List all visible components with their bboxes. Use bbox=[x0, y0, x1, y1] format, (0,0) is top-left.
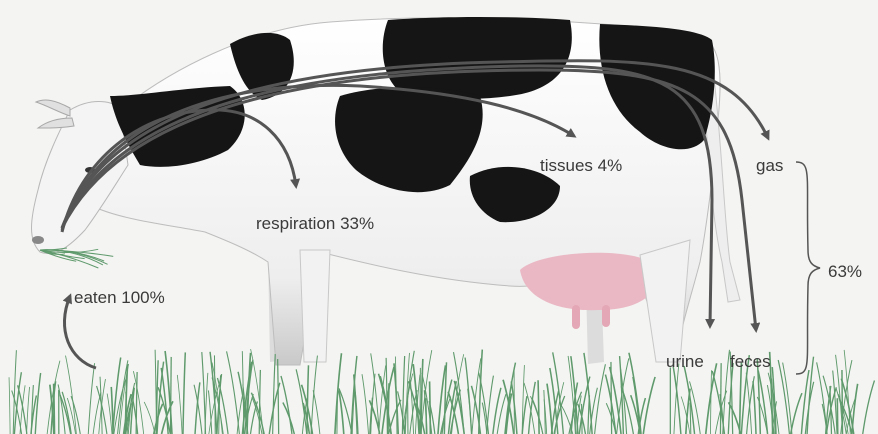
label-gas: gas bbox=[756, 156, 783, 176]
grass-blade bbox=[791, 393, 802, 434]
cow-front-leg bbox=[300, 250, 330, 362]
grass-blade bbox=[183, 352, 185, 434]
grass-blade bbox=[493, 388, 501, 434]
grass-blade bbox=[362, 374, 369, 434]
grass-blade bbox=[339, 390, 344, 434]
grass-blade bbox=[465, 358, 471, 434]
grass-blade bbox=[296, 369, 307, 434]
grass-blade bbox=[823, 376, 835, 434]
grass-blade bbox=[690, 403, 691, 434]
grass-blade bbox=[281, 376, 292, 434]
grass-blade bbox=[113, 358, 121, 434]
cow-nose bbox=[32, 236, 44, 244]
grass-blade bbox=[582, 404, 583, 434]
grass-blade bbox=[595, 364, 606, 434]
cow-teat bbox=[572, 305, 580, 329]
grass-blade bbox=[842, 370, 843, 434]
cow-teat bbox=[602, 305, 610, 327]
label-urine: urine bbox=[666, 352, 704, 372]
grass-blade bbox=[227, 351, 240, 434]
waste-brace bbox=[796, 162, 820, 374]
grass-blade bbox=[133, 371, 143, 434]
grass-blade bbox=[144, 402, 155, 434]
grass-blade bbox=[740, 363, 742, 434]
grass-blade bbox=[538, 380, 539, 434]
grass-blade bbox=[426, 398, 427, 434]
grass-blade bbox=[35, 373, 40, 434]
grass-blade bbox=[337, 399, 338, 434]
grass-blade bbox=[643, 377, 655, 434]
grass-blade bbox=[88, 363, 94, 434]
label-waste-total: 63% bbox=[828, 262, 862, 282]
label-eaten: eaten 100% bbox=[74, 288, 165, 308]
cow-hind-leg bbox=[640, 240, 690, 362]
grass-blade bbox=[611, 362, 612, 434]
grass-blade bbox=[371, 353, 380, 434]
grass-blade bbox=[720, 363, 721, 434]
cow-horn bbox=[36, 100, 70, 116]
cow-udder bbox=[520, 253, 660, 310]
grass-blade bbox=[9, 377, 10, 434]
grass-blade bbox=[170, 357, 171, 434]
grass-blade bbox=[313, 390, 320, 434]
grass-blade bbox=[544, 390, 545, 434]
grass-blade bbox=[729, 402, 741, 434]
grass-blade bbox=[783, 363, 792, 434]
grass-blade bbox=[278, 359, 279, 434]
label-feces: feces bbox=[730, 352, 771, 372]
grass-blade bbox=[93, 392, 101, 434]
cow-horn bbox=[38, 118, 74, 128]
grass-blade bbox=[863, 381, 875, 434]
grass-blade bbox=[487, 376, 494, 434]
grass-blade bbox=[430, 381, 431, 434]
grass-blade bbox=[529, 382, 536, 434]
grass-blade bbox=[66, 356, 77, 434]
grass-blade bbox=[547, 384, 552, 434]
grass-blade bbox=[27, 387, 30, 434]
grass-blade bbox=[753, 381, 756, 434]
grass-blade bbox=[450, 390, 460, 434]
grass-blade bbox=[202, 352, 206, 434]
grass-blade bbox=[339, 388, 352, 434]
grass-blade bbox=[62, 392, 71, 434]
label-respiration: respiration 33% bbox=[256, 214, 374, 234]
grass-blade bbox=[817, 362, 828, 434]
grass-blade bbox=[273, 354, 276, 434]
label-tissues: tissues 4% bbox=[540, 156, 622, 176]
grass-blade bbox=[177, 375, 182, 434]
grass-blade bbox=[710, 370, 711, 434]
